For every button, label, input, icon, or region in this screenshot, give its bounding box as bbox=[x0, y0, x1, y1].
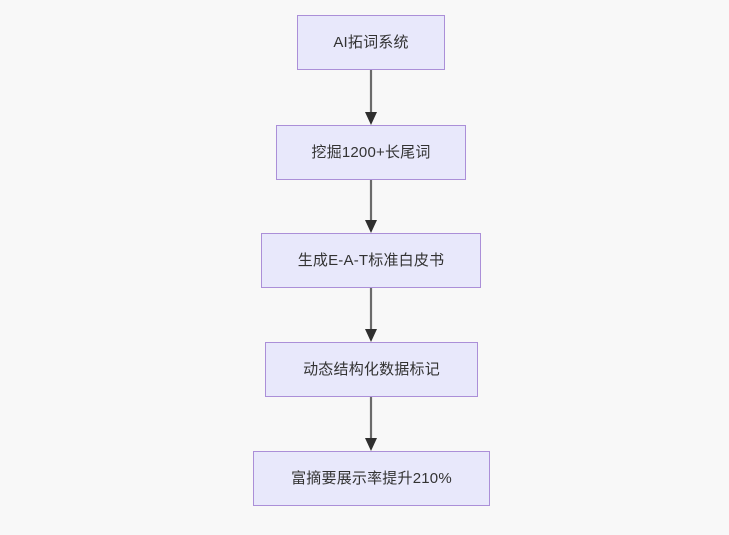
flow-node-mine-longtail-keywords[interactable]: 挖掘1200+长尾词 bbox=[276, 125, 466, 180]
flow-node-label: 富摘要展示率提升210% bbox=[291, 470, 452, 487]
flow-node-rich-snippet-uplift[interactable]: 富摘要展示率提升210% bbox=[253, 451, 490, 506]
flow-node-dynamic-structured-data[interactable]: 动态结构化数据标记 bbox=[265, 342, 478, 397]
flow-node-label: AI拓词系统 bbox=[333, 34, 409, 51]
flow-node-ai-keyword-system[interactable]: AI拓词系统 bbox=[297, 15, 445, 70]
edge-n2-n3 bbox=[365, 180, 377, 233]
edge-n4-n5 bbox=[365, 397, 377, 451]
flow-node-label: 动态结构化数据标记 bbox=[303, 361, 440, 378]
edge-n1-n2 bbox=[365, 70, 377, 125]
flow-node-label: 挖掘1200+长尾词 bbox=[311, 144, 431, 161]
flow-node-generate-eat-whitepaper[interactable]: 生成E-A-T标准白皮书 bbox=[261, 233, 481, 288]
flow-node-label: 生成E-A-T标准白皮书 bbox=[297, 252, 445, 269]
edge-n3-n4 bbox=[365, 288, 377, 342]
